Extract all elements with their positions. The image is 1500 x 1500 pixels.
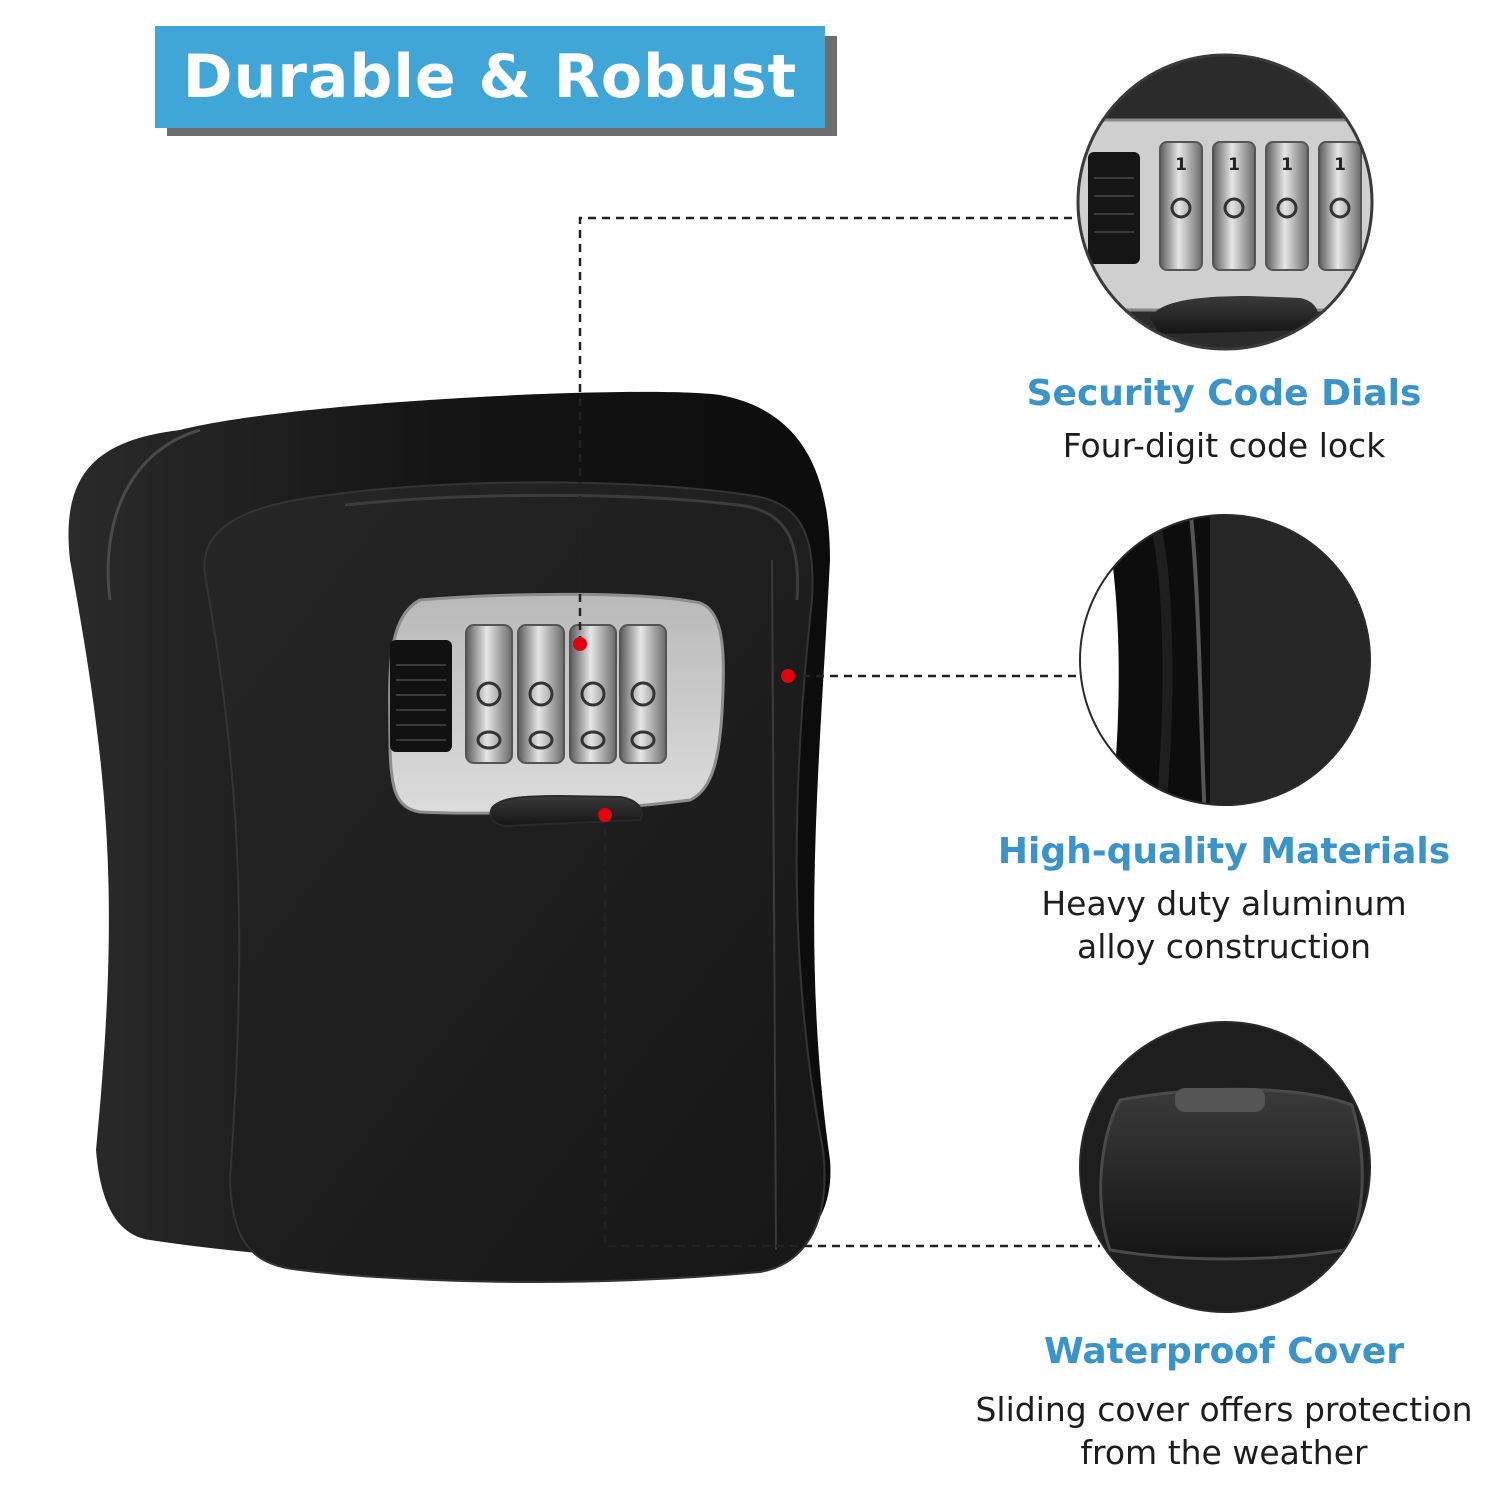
feature-waterproof-cover: Waterproof Cover Sliding cover offers pr… [964, 1330, 1484, 1474]
detail-circle-cover [1079, 1021, 1371, 1313]
lockbox-inner-rim [344, 493, 799, 601]
feature-description: Heavy duty aluminum alloy construction [964, 882, 1484, 968]
code-wheel [465, 624, 513, 764]
feature-title: Waterproof Cover [1043, 1331, 1405, 1372]
slide-cover-tab [489, 794, 643, 828]
marker-dot-dials [573, 637, 587, 651]
code-wheel [517, 624, 565, 764]
feature-security-dials: Security Code Dials Four-digit code lock [964, 372, 1484, 467]
zoom-wheel [1265, 141, 1309, 271]
title-banner: Durable & Robust [155, 26, 837, 136]
lockbox-edge-highlight [106, 428, 201, 601]
feature-description: Four-digit code lock [1062, 426, 1386, 465]
leader-line-dials [578, 216, 1080, 644]
feature-description-line: from the weather [1080, 1433, 1368, 1472]
banner-title: Durable & Robust [155, 26, 825, 128]
feature-description-line: alloy construction [1077, 927, 1371, 966]
dial-digit: 1 [1334, 155, 1346, 175]
feature-title: Security Code Dials [1026, 373, 1422, 414]
code-window [388, 592, 725, 828]
zoom-wheel [1212, 141, 1256, 271]
leader-lines [578, 216, 1100, 1248]
lockbox-body [68, 391, 831, 1283]
dial-digit: 1 [1228, 155, 1240, 175]
code-wheel [619, 624, 667, 764]
leader-line-cover [603, 815, 1100, 1248]
zoom-wheel [1318, 141, 1362, 271]
lockbox-seam [771, 559, 777, 1251]
feature-title: High-quality Materials [997, 831, 1451, 872]
zoom-wheel [1159, 141, 1203, 271]
marker-dot-cover [598, 808, 612, 822]
feature-description: Sliding cover offers protection from the… [964, 1388, 1484, 1474]
feature-description-line: Sliding cover offers protection [975, 1390, 1473, 1429]
detail-circle-dials: 1 1 1 1 [1076, 53, 1374, 351]
detail-circle-material [1079, 514, 1371, 806]
feature-description-line: Heavy duty aluminum [1041, 884, 1407, 923]
feature-materials: High-quality Materials Heavy duty alumin… [964, 830, 1484, 968]
dial-digit: 1 [1281, 155, 1293, 175]
marker-dot-material [781, 669, 795, 683]
code-wheel [569, 624, 617, 764]
dial-digit: 1 [1175, 155, 1187, 175]
